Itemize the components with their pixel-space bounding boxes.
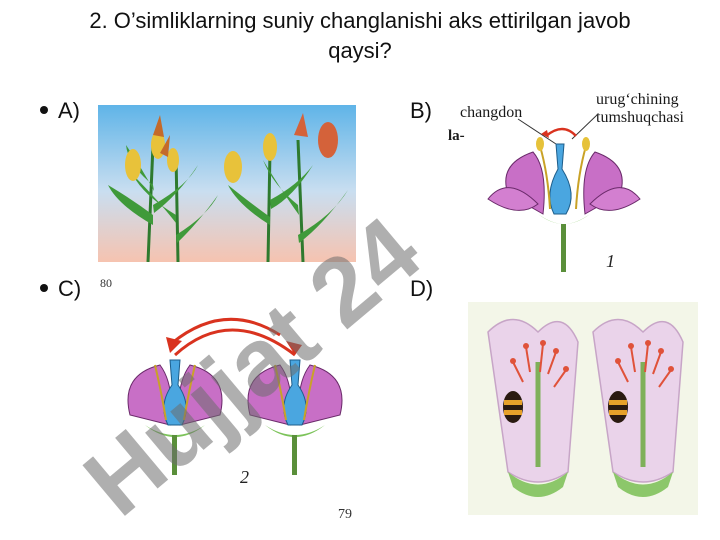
figure-number-1: 1 <box>606 251 615 271</box>
label-urug-line2: tumshuqchasi <box>596 109 685 126</box>
page-number-80: 80 <box>100 276 112 290</box>
bullet-dot <box>40 106 48 115</box>
figure-number-2: 2 <box>240 467 249 487</box>
bullet-dot <box>40 284 48 293</box>
cross-pollination-diagram[interactable]: 80 2 79 <box>100 275 370 520</box>
option-d-label[interactable]: D) <box>410 276 434 301</box>
option-c[interactable]: C) <box>40 276 81 302</box>
page-number-79: 79 <box>338 507 352 520</box>
option-a-label: A) <box>58 98 80 123</box>
label-changdon: changdon <box>460 104 522 121</box>
option-b-label[interactable]: B) <box>410 98 432 123</box>
bee-pollination-image[interactable] <box>468 302 698 515</box>
option-a[interactable]: A) <box>40 98 80 124</box>
corn-plants-image[interactable] <box>98 105 356 262</box>
edge-text: la- <box>448 128 465 144</box>
label-urug-line1: urug‘chining <box>596 91 679 108</box>
self-pollination-diagram[interactable]: changdon urug‘chining tumshuqchasi la- 1 <box>448 74 720 274</box>
option-c-label: C) <box>58 276 82 301</box>
question-title: 2. O’simliklarning suniy changlanishi ak… <box>89 8 631 63</box>
